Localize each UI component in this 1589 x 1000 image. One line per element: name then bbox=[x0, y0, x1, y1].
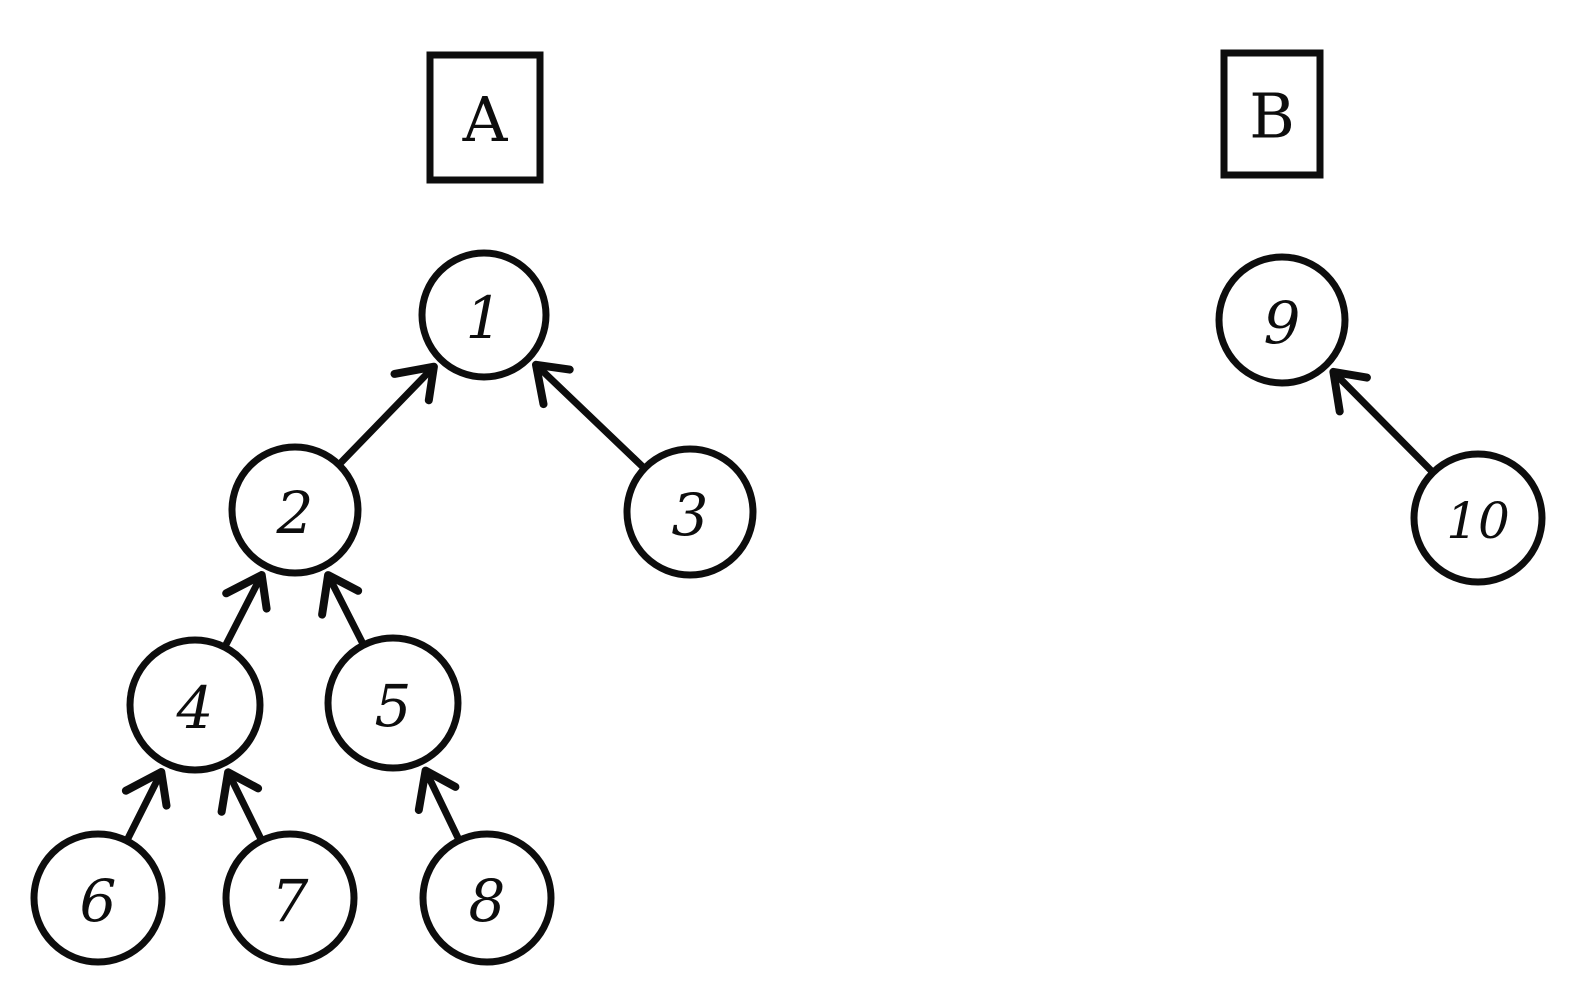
arrowhead-icon bbox=[217, 768, 263, 816]
arrowhead-icon bbox=[532, 360, 574, 409]
node-circle[interactable] bbox=[1410, 450, 1546, 586]
graph-node-2[interactable]: 2 bbox=[228, 443, 362, 577]
node-label: 10 bbox=[1446, 492, 1510, 550]
arrowhead-icon bbox=[390, 362, 438, 405]
edge-n3-to-n1 bbox=[532, 360, 647, 471]
arrowhead-icon bbox=[222, 571, 271, 613]
node-circle[interactable] bbox=[222, 830, 358, 966]
node-label: 6 bbox=[80, 867, 117, 935]
edge-n10-to-n9 bbox=[1329, 367, 1436, 475]
graph-node-8[interactable]: 8 bbox=[419, 830, 555, 966]
node-circle[interactable] bbox=[30, 830, 166, 966]
edge-n4-to-n2 bbox=[222, 571, 271, 649]
group-box bbox=[426, 51, 544, 184]
graph-node-3[interactable]: 3 bbox=[623, 445, 757, 579]
graph-node-6[interactable]: 6 bbox=[30, 830, 166, 966]
node-circle[interactable] bbox=[418, 249, 550, 381]
group-label: A bbox=[462, 83, 509, 156]
node-circle[interactable] bbox=[623, 445, 757, 579]
graph-node-9[interactable]: 9 bbox=[1215, 253, 1349, 387]
edge-n6-to-n4 bbox=[121, 768, 171, 843]
arrowhead-icon bbox=[1329, 367, 1371, 416]
node-circle[interactable] bbox=[228, 443, 362, 577]
node-circle[interactable] bbox=[419, 830, 555, 966]
edge-n5-to-n2 bbox=[318, 571, 367, 647]
nodes-layer: 1 2 3 4 5 6 7 8 9 10 bbox=[30, 249, 1546, 966]
graph-node-10[interactable]: 10 bbox=[1410, 450, 1546, 586]
node-label: 9 bbox=[1264, 289, 1301, 357]
edges-layer bbox=[121, 360, 1436, 843]
node-circle[interactable] bbox=[1215, 253, 1349, 387]
node-label: 3 bbox=[672, 481, 709, 549]
group-badge-A: A bbox=[426, 51, 544, 184]
graph-node-4[interactable]: 4 bbox=[126, 636, 264, 774]
graph-node-1[interactable]: 1 bbox=[418, 249, 550, 381]
group-box bbox=[1220, 49, 1324, 179]
graph-node-7[interactable]: 7 bbox=[222, 830, 358, 966]
graph-node-5[interactable]: 5 bbox=[324, 634, 462, 772]
node-label: 7 bbox=[272, 867, 309, 935]
node-label: 4 bbox=[176, 674, 214, 742]
node-label: 2 bbox=[276, 479, 314, 547]
node-label: 8 bbox=[469, 867, 506, 935]
edge-n8-to-n5 bbox=[414, 766, 462, 843]
node-circle[interactable] bbox=[324, 634, 462, 772]
group-badge-B: B bbox=[1220, 49, 1324, 179]
node-label: 5 bbox=[375, 672, 412, 740]
edge-n2-to-n1 bbox=[336, 362, 438, 467]
arrowhead-icon bbox=[414, 766, 460, 814]
arrowhead-icon bbox=[318, 571, 363, 619]
group-label: B bbox=[1249, 80, 1295, 153]
node-circle[interactable] bbox=[126, 636, 264, 774]
edge-n7-to-n4 bbox=[217, 768, 265, 843]
arrowhead-icon bbox=[121, 768, 171, 810]
node-label: 1 bbox=[466, 284, 503, 352]
